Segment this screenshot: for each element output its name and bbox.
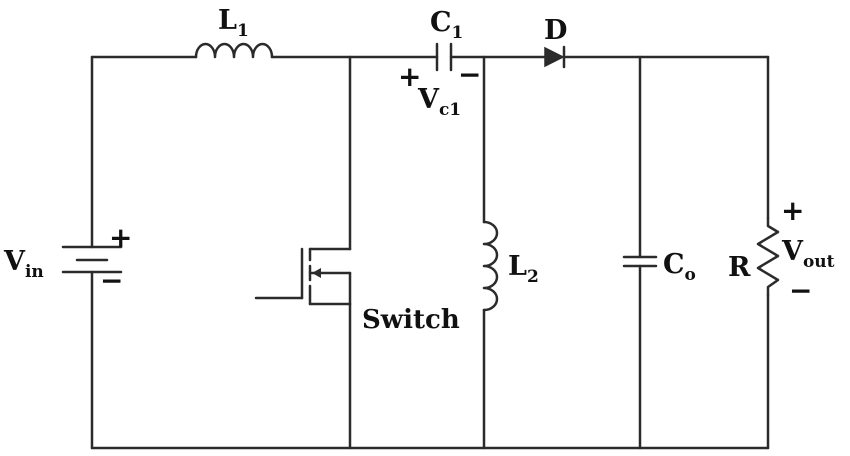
- vout-plus-sign: +: [781, 194, 804, 227]
- diode-label: D: [544, 15, 567, 46]
- inductor-l2-label: L2: [508, 251, 539, 287]
- vc1-label: Vc1: [417, 84, 461, 120]
- diode-triangle-icon: [544, 46, 565, 68]
- capacitor-c1-label: C1: [430, 7, 463, 43]
- vin-minus-sign: −: [100, 264, 123, 297]
- inductor-l1: L1: [194, 5, 274, 59]
- capacitor-c1-voltage: + − Vc1: [398, 58, 481, 120]
- vc1-minus-sign: −: [458, 58, 481, 91]
- vin-label: Vin: [3, 246, 44, 282]
- capacitor-c1: C1: [430, 7, 463, 72]
- vin-plus-sign: +: [109, 221, 132, 254]
- input-source-vin: + − Vin: [3, 221, 132, 297]
- mosfet-arrow-icon: [312, 268, 321, 278]
- vc1-plus-sign: +: [398, 60, 421, 93]
- switch-label: Switch: [362, 305, 460, 335]
- output-capacitor-co: Co: [622, 249, 696, 285]
- vout-label: Vout: [781, 236, 835, 272]
- switch-mosfet: Switch: [254, 247, 460, 335]
- load-resistor-r: R: [728, 216, 780, 297]
- vout-minus-sign: −: [789, 274, 812, 307]
- inductor-l2: L2: [482, 220, 539, 312]
- diode-d: D: [544, 15, 567, 69]
- output-capacitor-label: Co: [663, 249, 696, 285]
- inductor-l1-label: L1: [218, 5, 249, 41]
- wires: [90, 55, 770, 450]
- output-voltage-vout: + Vout −: [781, 194, 835, 307]
- load-resistor-label: R: [728, 252, 751, 283]
